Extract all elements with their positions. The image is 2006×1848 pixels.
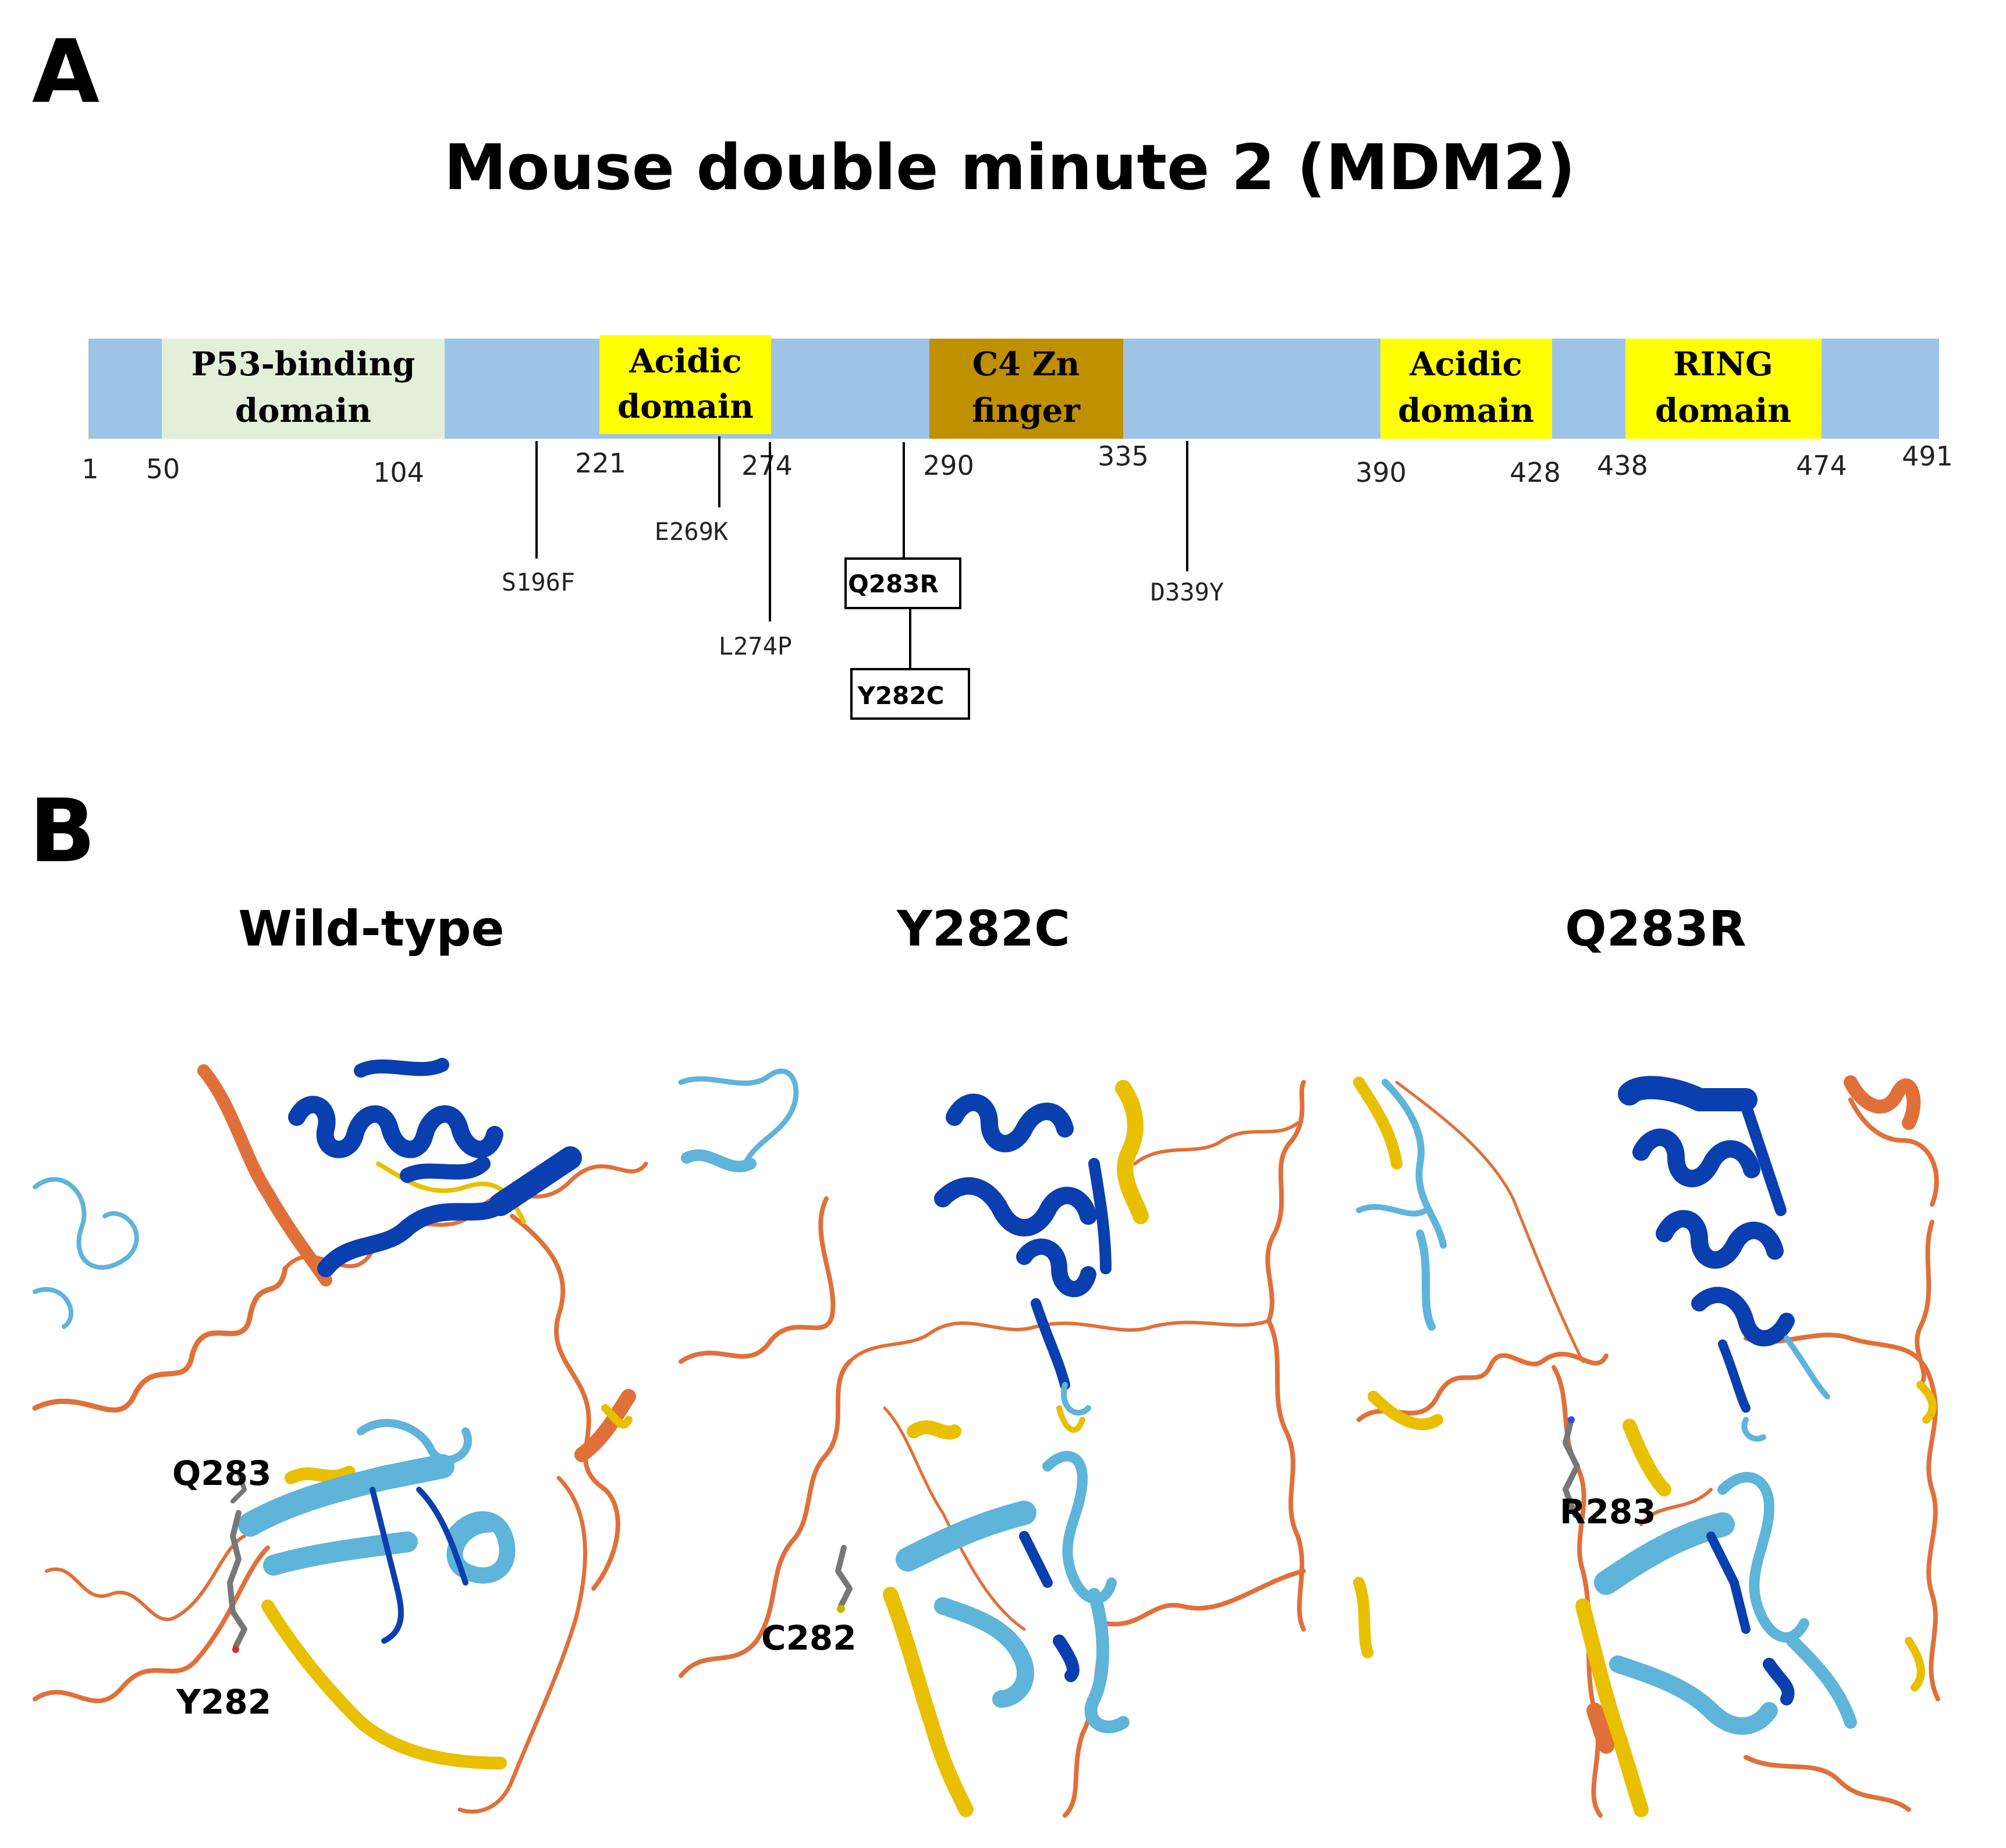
- domain-label-line1: P53-binding: [191, 345, 416, 383]
- domain-label-line2: finger: [972, 392, 1081, 430]
- position-label: 290: [923, 450, 974, 481]
- position-label: 335: [1098, 440, 1149, 472]
- domain-acidic-1: Acidic domain: [599, 335, 771, 434]
- domain-ring: RING domain: [1625, 339, 1822, 439]
- structure-wild-type: [32, 1058, 648, 1814]
- panel-a-letter: A: [32, 22, 100, 123]
- mutation-lines: [535, 436, 1188, 669]
- domain-label-line1: RING: [1673, 345, 1773, 383]
- domain-label-line2: domain: [1398, 392, 1534, 430]
- residue-label-q283: Q283: [172, 1453, 271, 1493]
- structure-title-y282c: Y282C: [896, 900, 1070, 957]
- residue-label-c282: C282: [761, 1618, 857, 1658]
- domain-label-line2: domain: [617, 388, 754, 426]
- position-label: 428: [1510, 457, 1561, 488]
- position-label: 274: [741, 450, 793, 481]
- position-label: 438: [1597, 450, 1648, 481]
- position-label: 221: [575, 447, 626, 479]
- mutation-label-s196f: S196F: [502, 568, 575, 596]
- mutation-label-q283r: Q283R: [848, 570, 939, 598]
- mutation-box-q283r: Q283R: [844, 557, 961, 609]
- mutation-box-y282c: Y282C: [850, 668, 970, 720]
- position-label: 474: [1796, 450, 1847, 481]
- mutation-label-y282c: Y282C: [857, 681, 945, 710]
- structure-q283r: [1353, 1075, 1940, 1818]
- residue-label-y282: Y282: [176, 1682, 271, 1722]
- domain-label-line1: C4 Zn: [972, 345, 1080, 383]
- position-label: 50: [146, 453, 180, 485]
- domain-p53-binding: P53-binding domain: [162, 339, 445, 439]
- domain-label-line2: domain: [1655, 392, 1791, 430]
- position-label: 390: [1355, 457, 1407, 488]
- mutation-label-d339y: D339Y: [1151, 578, 1224, 606]
- mutation-label-l274p: L274P: [719, 632, 792, 660]
- structure-y282c: [678, 1068, 1306, 1818]
- structure-title-q283r: Q283R: [1565, 900, 1746, 957]
- panel-b-letter: B: [29, 781, 95, 882]
- mutation-label-e269k: E269K: [655, 517, 729, 546]
- domain-label-line1: Acidic: [629, 342, 741, 381]
- position-label: 1: [81, 453, 98, 485]
- residue-label-r283: R283: [1560, 1492, 1656, 1531]
- domain-label-line2: domain: [235, 392, 371, 430]
- structure-title-wild-type: Wild-type: [238, 900, 504, 957]
- domain-c4-zn-finger: C4 Zn finger: [929, 339, 1123, 439]
- domain-acidic-2: Acidic domain: [1380, 339, 1552, 439]
- position-label: 104: [373, 457, 424, 488]
- position-label: 491: [1902, 440, 1953, 472]
- domain-label-line1: Acidic: [1409, 345, 1522, 383]
- diagram-title: Mouse double minute 2 (MDM2): [444, 132, 1575, 204]
